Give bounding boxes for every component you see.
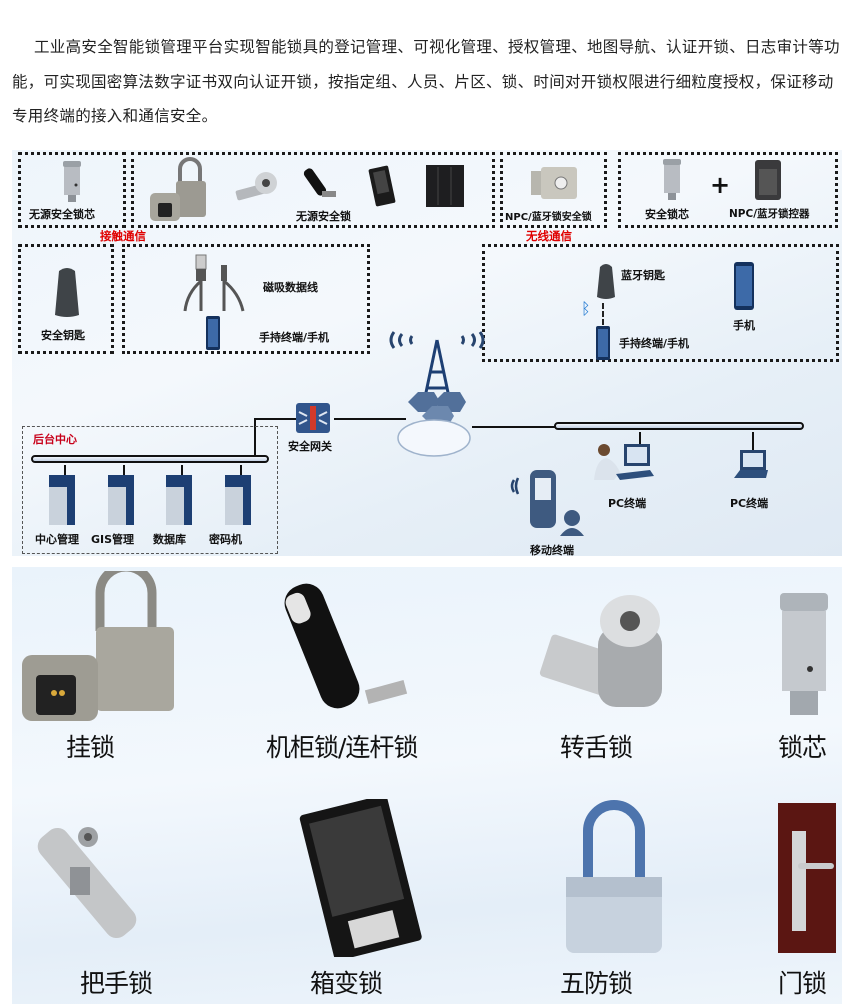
product-gallery: 挂锁 机柜锁/连杆锁 转舌锁 锁芯 把手锁 箱变锁 五防锁 [12, 567, 842, 1004]
server-label: 中心管理 [35, 533, 79, 546]
padlock-icon [22, 571, 174, 721]
server-label: GIS管理 [91, 533, 135, 546]
link-line [752, 432, 754, 450]
bluetooth-key-label: 蓝牙钥匙 [621, 269, 665, 282]
nfc-bt-lock-box: NPC/蓝牙锁安全锁 [500, 152, 607, 228]
cable-handheld-box: 磁吸数据线 手持终端/手机 [122, 244, 370, 354]
cabinet-lock-icon [303, 168, 336, 197]
product-label-door-lock: 门锁 [778, 969, 827, 998]
laptop-icon [734, 450, 768, 478]
safety-key-box: 安全钥匙 [18, 244, 114, 354]
wireless-comm-label: 无线通信 [526, 229, 572, 243]
nfc-bt-lock-label: NPC/蓝牙锁安全锁 [505, 212, 592, 223]
bluetooth-icon: ᛒ [581, 299, 591, 318]
contact-comm-label: 接触通信 [100, 229, 146, 243]
padlock-icon [150, 157, 206, 221]
bluetooth-link-line [602, 303, 604, 325]
pc-user-icon [594, 444, 654, 480]
mobile-terminal-label: 移动终端 [530, 544, 574, 556]
link-line [639, 432, 641, 446]
server-icon [166, 465, 193, 525]
handle-lock-icon [37, 827, 137, 939]
passive-lock-core-box: 无源安全锁芯 [18, 152, 126, 228]
server-label: 密码机 [209, 533, 242, 546]
link-line [254, 418, 256, 456]
mobile-terminal-icon [510, 470, 584, 536]
phone-icon [734, 262, 754, 310]
phone-label: 手机 [733, 319, 755, 332]
product-label-lock-core: 锁芯 [778, 733, 827, 762]
five-prevention-lock-icon [566, 800, 662, 953]
product-label-five-prevention-lock: 五防锁 [560, 969, 633, 998]
lock-core-icon [663, 159, 681, 200]
handheld-phone-icon [206, 316, 220, 350]
product-label-padlock: 挂锁 [66, 733, 115, 762]
lock-core-controller-box: + 安全锁芯 NPC/蓝牙锁控器 [618, 152, 838, 228]
security-gateway-icon [296, 403, 330, 433]
server-label: 数据库 [153, 533, 186, 546]
bluetooth-key-icon [597, 264, 615, 299]
pc-terminal-label: PC终端 [608, 497, 647, 510]
safety-key-label: 安全钥匙 [41, 329, 85, 342]
server-icon [224, 465, 251, 525]
box-transformer-lock-icon [299, 799, 422, 957]
server-row [45, 465, 255, 529]
product-label-handle-lock: 把手锁 [80, 969, 153, 998]
wireless-tower-icon [389, 331, 485, 457]
plus-icon: + [710, 171, 731, 199]
nfc-bt-lock-icon [531, 167, 577, 199]
terminal-bus [554, 422, 804, 430]
tongue-lock-icon [235, 172, 277, 201]
magnetic-cable-icon [183, 254, 245, 312]
cabinet-lock-icon [284, 583, 408, 709]
architecture-diagram: 无源安全锁芯 无源安全锁 NPC/蓝牙锁安全锁 [12, 150, 842, 556]
link-line [334, 418, 406, 420]
server-cabinet-icon [426, 165, 464, 207]
server-icon [49, 465, 75, 525]
lock-core-label: 安全锁芯 [645, 208, 689, 221]
product-label-box-transformer-lock: 箱变锁 [310, 969, 383, 998]
door-lock-icon [778, 803, 836, 953]
safety-key-icon [55, 268, 79, 317]
passive-lock-core-label: 无源安全锁芯 [29, 208, 95, 221]
product-label-cabinet-lock: 机柜锁/连杆锁 [266, 733, 418, 762]
bluetooth-box: 蓝牙钥匙 ᛒ 手持终端/手机 手机 [482, 244, 839, 362]
nfc-controller-label: NPC/蓝牙锁控器 [729, 208, 810, 220]
security-gateway-label: 安全网关 [288, 440, 332, 453]
magnetic-cable-label: 磁吸数据线 [263, 281, 318, 294]
bt-handheld-label: 手持终端/手机 [619, 337, 690, 350]
intro-paragraph: 工业高安全智能锁管理平台实现智能锁具的登记管理、可视化管理、授权管理、地图导航、… [12, 38, 840, 125]
passive-lock-label: 无源安全锁 [296, 210, 351, 223]
tongue-lock-icon [539, 595, 662, 707]
pc-terminal-label: PC终端 [730, 497, 769, 510]
bt-handheld-phone-icon [596, 326, 610, 360]
server-icon [107, 465, 134, 525]
link-line [256, 418, 298, 420]
product-label-tongue-lock: 转舌锁 [560, 733, 633, 762]
passive-lock-box: 无源安全锁 [131, 152, 495, 228]
lock-core-icon [63, 161, 81, 202]
link-line [472, 426, 556, 428]
nfc-controller-icon [755, 160, 781, 200]
backend-title: 后台中心 [33, 433, 77, 446]
box-transformer-lock-icon [368, 165, 396, 207]
lock-core-icon [780, 593, 828, 715]
backend-center-box: 后台中心 中心管理 GIS管理 数据库 密码机 [22, 426, 278, 554]
handheld-phone-label: 手持终端/手机 [259, 331, 330, 344]
backend-bus [31, 455, 269, 463]
